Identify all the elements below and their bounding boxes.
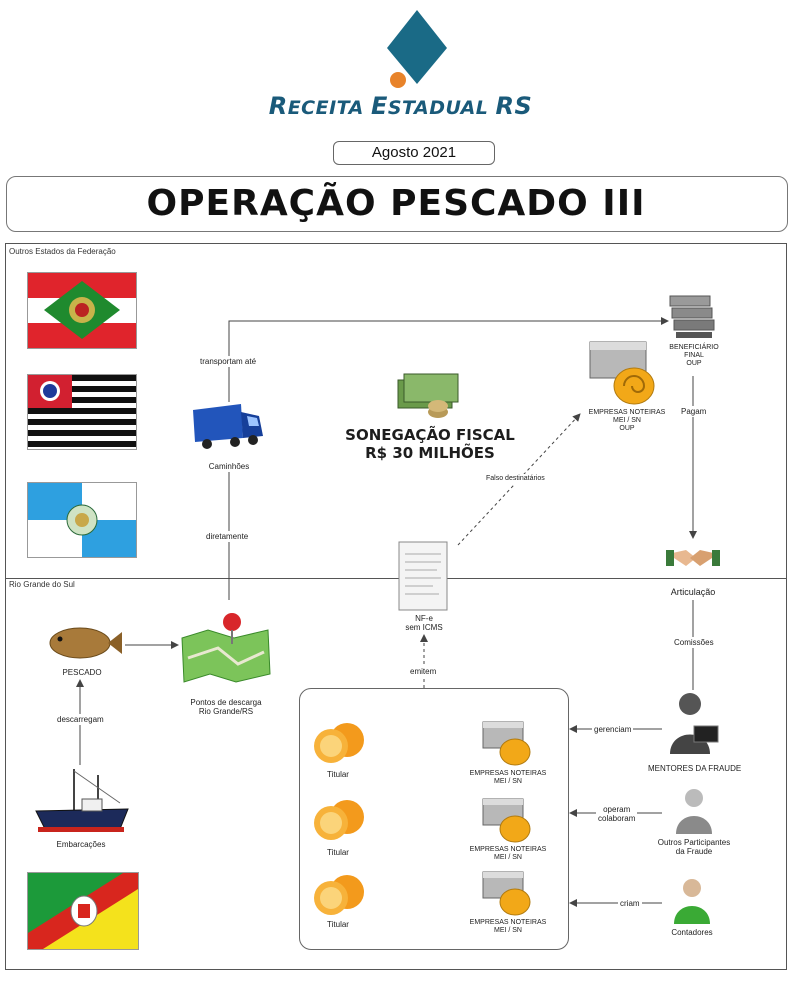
falso-label: Falso destinatários (484, 474, 547, 485)
pontos-line1: Pontos de descarga (190, 698, 262, 707)
empresas-label-3: EMPRESAS NOTEIRAS MEI / SN (464, 919, 552, 935)
empresas-label-2: EMPRESAS NOTEIRAS MEI / SN (464, 846, 552, 862)
truck-label: Caminhões (208, 462, 250, 471)
map-pin-icon (181, 613, 271, 683)
snail-building-icon (482, 871, 531, 916)
operam-line1: operam (603, 805, 631, 814)
empresas-2-line2: MEI / SN (493, 854, 522, 862)
transportam-label: transportam até (198, 356, 259, 368)
snail-building-icon (482, 721, 531, 766)
empresas-top-line3: OUP (619, 425, 635, 433)
pagam-label: Pagam (679, 406, 709, 418)
beneficiario-label: BENEFICIÁRIO FINAL OUP (663, 344, 725, 368)
fraud-amount: SONEGAÇÃO FISCAL R$ 30 MILHÕES (340, 426, 520, 462)
handshake-icon (666, 550, 720, 566)
page-title: OPERAÇÃO PESCADO III (146, 183, 646, 224)
embarcacoes-label: Embarcações (56, 840, 106, 849)
snail-building-icon (482, 798, 531, 843)
sp-flag-icon (27, 374, 137, 450)
server-icon (669, 295, 715, 338)
person-icon (670, 693, 719, 754)
brand-name: RECEITA ESTADUAL RS (268, 92, 533, 120)
beneficiario-line3: OUP (686, 360, 702, 368)
person-icon (676, 789, 712, 834)
emitem-label: emitem (408, 666, 439, 678)
orange-icon (314, 723, 364, 763)
empresas-label-1: EMPRESAS NOTEIRAS MEI / SN (464, 770, 552, 786)
pontos-label: Pontos de descarga Rio Grande/RS (178, 698, 274, 716)
nfe-label: NF-e sem ICMS (394, 614, 454, 632)
outros-line1: Outros Participantes (657, 838, 731, 847)
criam-label: criam (618, 898, 642, 910)
sc-flag-icon (27, 272, 137, 349)
section-label-rs: Rio Grande do Sul (9, 580, 75, 589)
orange-icon (314, 800, 364, 840)
descarregam-label: descarregam (55, 714, 106, 726)
diretamente-label: diretamente (204, 531, 251, 543)
section-label-outros: Outros Estados da Federação (9, 247, 116, 256)
fraud-line1: SONEGAÇÃO FISCAL (345, 426, 515, 444)
empresas-3-line1: EMPRESAS NOTEIRAS (469, 919, 547, 926)
pontos-line2: Rio Grande/RS (198, 707, 254, 717)
person-icon (674, 879, 710, 924)
contadores-label: Contadores (671, 928, 713, 937)
empresas-top-line1: EMPRESAS NOTEIRAS (588, 409, 666, 416)
titular-label-2: Titular (327, 848, 349, 857)
empresas-top-label: EMPRESAS NOTEIRAS MEI / SN OUP (582, 409, 672, 433)
outros-line2: da Fraude (675, 847, 713, 857)
mentores-label: MENTORES DA FRAUDE (648, 764, 742, 773)
section-divider (5, 578, 787, 579)
header: RECEITA ESTADUAL RS Agosto 2021 (0, 0, 801, 170)
operam-line2: colaboram (598, 814, 636, 824)
articulacao-label: Articulação (670, 587, 716, 597)
pescado-label: PESCADO (62, 668, 102, 677)
date-label: Agosto 2021 (333, 141, 495, 165)
outros-label: Outros Participantes da Fraude (650, 838, 738, 856)
money-icon (397, 373, 459, 418)
empresas-2-line1: EMPRESAS NOTEIRAS (469, 846, 547, 853)
comissoes-label: Comissões (672, 637, 716, 649)
rj-flag-icon (27, 482, 137, 558)
document-icon (398, 541, 448, 611)
fraud-line2: R$ 30 MILHÕES (365, 444, 495, 462)
title-box (6, 176, 788, 232)
orange-icon (314, 875, 364, 915)
snail-building-icon (589, 341, 655, 405)
empresas-1-line2: MEI / SN (493, 778, 522, 786)
titular-label-1: Titular (327, 770, 349, 779)
fish-icon (49, 627, 122, 659)
logo-diamond-icon (387, 10, 447, 88)
truck-icon (193, 404, 263, 449)
empresas-1-line1: EMPRESAS NOTEIRAS (469, 770, 547, 777)
titular-label-3: Titular (327, 920, 349, 929)
rs-flag-icon (27, 872, 139, 950)
gerenciam-label: gerenciam (592, 724, 634, 736)
nfe-line2: sem ICMS (405, 623, 443, 633)
empresas-top-line2: MEI / SN (612, 417, 641, 425)
operam-label: operam colaboram (596, 804, 638, 825)
nfe-line1: NF-e (415, 614, 433, 623)
beneficiario-line2: FINAL (684, 352, 704, 360)
ship-icon (35, 769, 129, 832)
beneficiario-line1: BENEFICIÁRIO (669, 344, 719, 351)
empresas-3-line2: MEI / SN (493, 927, 522, 935)
